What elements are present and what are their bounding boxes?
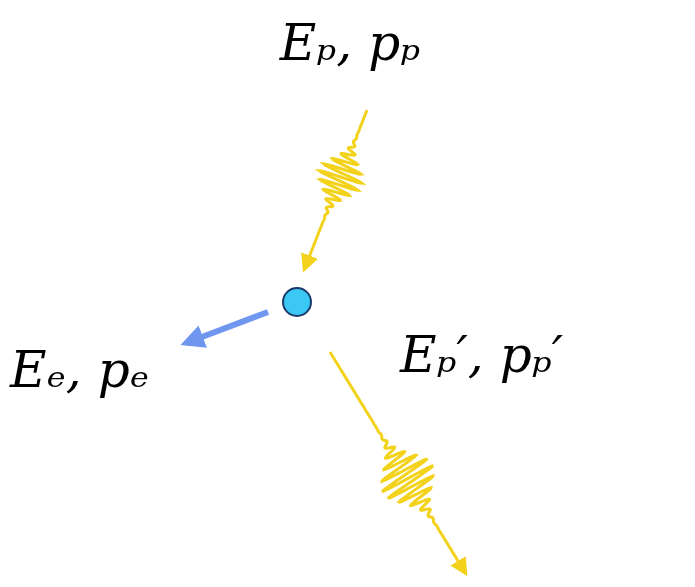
scattered-photon <box>330 352 466 574</box>
electron-arrow <box>186 312 268 343</box>
incoming-photon <box>304 110 367 270</box>
incoming-photon-label: Eₚ, pₚ <box>280 18 420 68</box>
electron-label: Eₑ, pₑ <box>10 345 149 395</box>
scattered-photon-label: Eₚ′, pₚ′ <box>400 330 563 380</box>
electron <box>283 288 311 316</box>
